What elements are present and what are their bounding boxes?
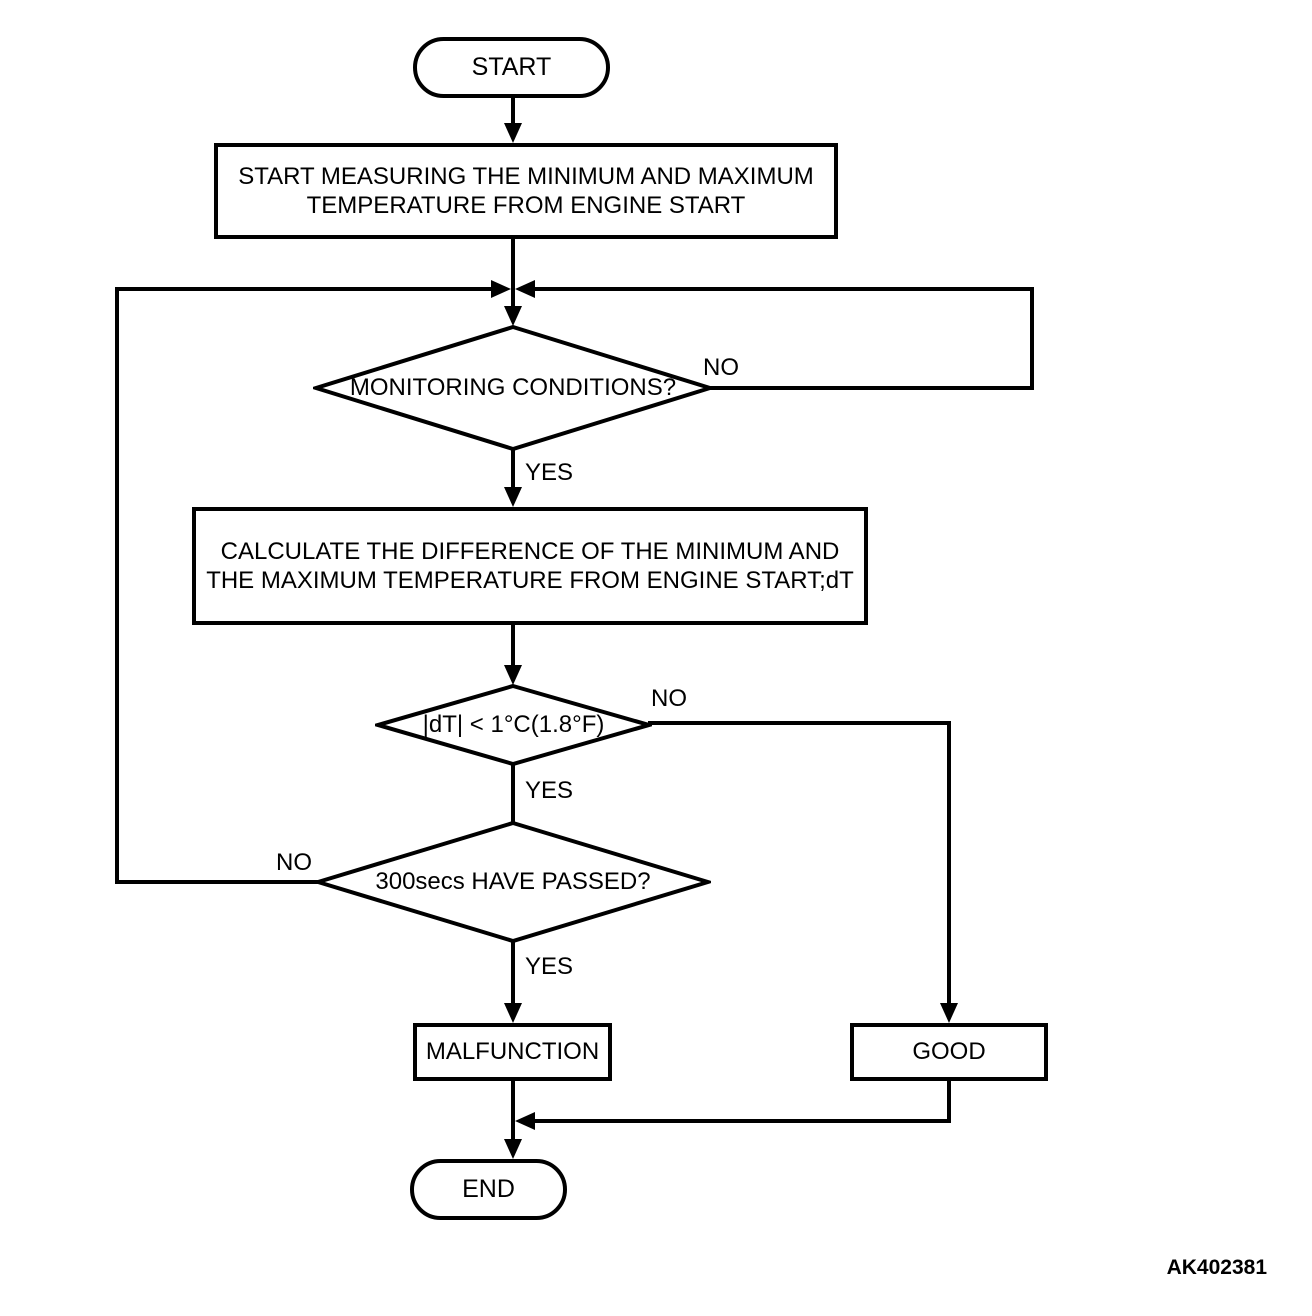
edge-loop-left-vertical [115,287,119,884]
arrowhead-into-measure [504,123,522,143]
edge-good-merge-horizontal [534,1119,951,1123]
malfunction-result-box: MALFUNCTION [413,1023,612,1081]
edge-calculate-to-dtcheck [511,625,515,668]
start-terminal: START [413,37,610,98]
diamond-shape [313,324,713,452]
edge-elapsed-yes [511,941,515,1006]
arrowhead-into-dtcheck [504,665,522,685]
diamond-shape [375,683,652,767]
edge-dtcheck-no-horizontal [648,721,951,725]
arrowhead-into-malfunction [504,1003,522,1023]
arrowhead-good-merge [515,1112,535,1130]
edge-dtcheck-yes [511,765,515,823]
arrowhead-into-end [504,1139,522,1159]
label-dt-yes: YES [525,777,574,804]
label-elapsed-yes: YES [525,953,574,980]
edge-measure-to-monitoring [511,239,515,310]
label-elapsed-no: NO [276,849,312,876]
end-terminal-label: END [462,1175,515,1203]
decision-dt-threshold-label: |dT| < 1°C(1.8°F) [422,711,605,738]
arrowhead-into-calculate [504,487,522,507]
decision-300secs-passed-label: 300secs HAVE PASSED? [375,868,651,895]
edge-malfunction-to-end [511,1081,515,1142]
process-measure-temp-line1: START MEASURING THE MINIMUM AND MAXIMUM [238,163,814,190]
label-monitoring-yes: YES [525,459,574,486]
label-dt-no: NO [651,685,687,712]
edge-good-down [947,1081,951,1123]
decision-dt-threshold: |dT| < 1°C(1.8°F) [375,683,652,767]
process-calculate-dt: CALCULATE THE DIFFERENCE OF THE MINIMUM … [192,507,868,625]
edge-loop-top-right-arm [534,287,1034,291]
process-measure-temp-line2: TEMPERATURE FROM ENGINE START [306,192,746,219]
arrowhead-into-good [940,1003,958,1023]
label-monitoring-no: NO [703,354,739,381]
arrowhead-loop-from-left [491,280,511,298]
edge-dtcheck-no-vertical [947,721,951,1006]
start-terminal-label: START [471,53,552,81]
malfunction-result-label: MALFUNCTION [425,1038,600,1065]
figure-id-label: AK402381 [1166,1256,1267,1279]
edge-elapsed-no-horizontal [115,880,323,884]
edge-monitoring-no-horizontal [709,386,1034,390]
edge-monitoring-yes [511,450,515,490]
end-terminal: END [410,1159,567,1220]
good-result-box: GOOD [850,1023,1048,1081]
edge-loop-top-left-arm [115,287,493,291]
decision-300secs-passed: 300secs HAVE PASSED? [315,820,711,944]
process-calculate-dt-line1: CALCULATE THE DIFFERENCE OF THE MINIMUM … [220,538,840,565]
edge-monitoring-no-vertical [1030,287,1034,390]
process-calculate-dt-line2: THE MAXIMUM TEMPERATURE FROM ENGINE STAR… [206,567,854,594]
diamond-shape [315,820,711,944]
decision-monitoring-conditions: MONITORING CONDITIONS? [313,324,713,452]
arrowhead-loop-from-right [515,280,535,298]
process-measure-temp: START MEASURING THE MINIMUM AND MAXIMUM … [214,143,838,239]
edge-start-to-measure [511,98,515,128]
arrowhead-into-monitoring [504,306,522,326]
decision-monitoring-conditions-label: MONITORING CONDITIONS? [349,374,677,401]
good-result-label: GOOD [912,1038,986,1065]
